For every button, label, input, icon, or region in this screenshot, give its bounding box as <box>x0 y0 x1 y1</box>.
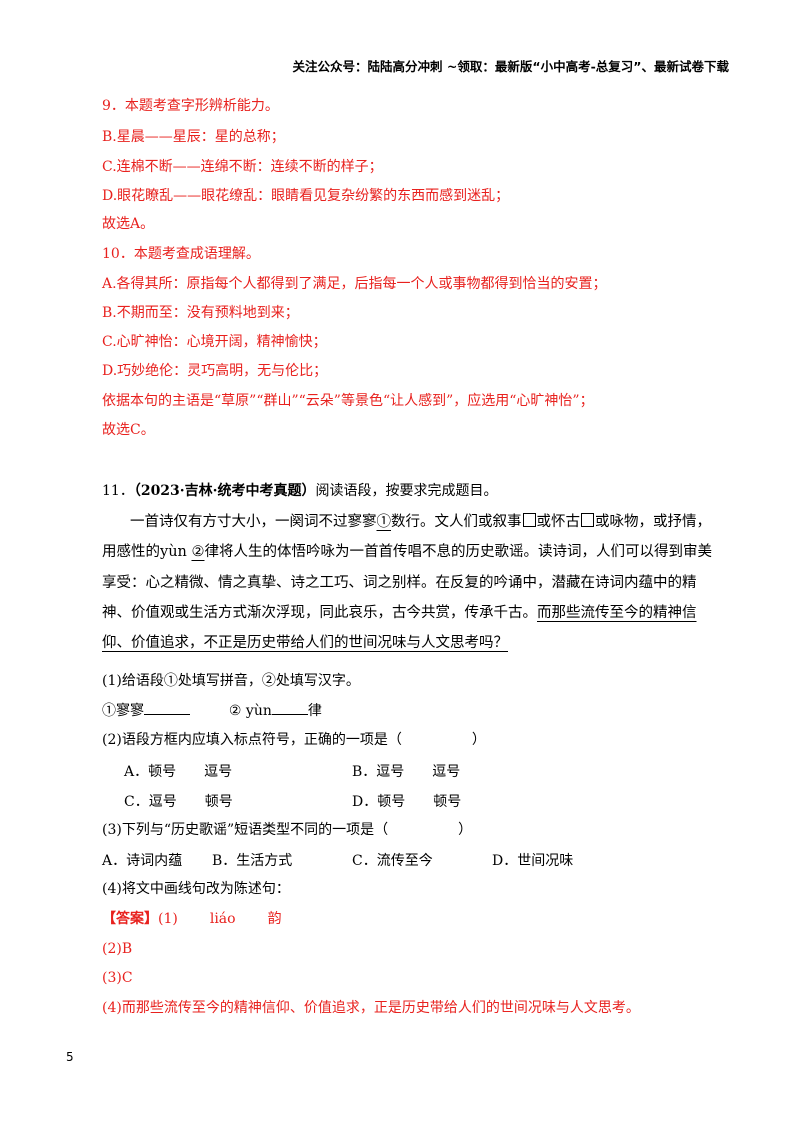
punctuation-box <box>522 513 536 527</box>
question-source: （2023·吉林·统考中考真题） <box>133 483 316 499</box>
answer-line: 10．本题考查成语理解。 <box>102 246 260 262</box>
answer-char: 韵 <box>267 911 282 927</box>
sub-question-4: (4)将文中画线句改为陈述句： <box>102 881 290 897</box>
option-2b: B．逗号 逗号 <box>352 764 461 780</box>
option-3d: D．世间况味 <box>492 853 574 869</box>
option-2c: C．逗号 顿号 <box>124 794 233 810</box>
question-number: 11． <box>102 483 134 499</box>
page-header: 关注公众号：陆陆高分冲刺 ~领取：最新版“小中高考-总复习”、最新试卷下载 <box>292 59 729 74</box>
pinyin-yun: yùn <box>160 544 192 561</box>
answer-line: D.巧妙绝伦：灵巧高明，无与伦比； <box>102 363 328 379</box>
answer-line: 依据本句的主语是“草原”“群山”“云朵”等景色“让人感到”，应选用“心旷神怡”； <box>102 393 594 409</box>
answer-4: (4)而那些流传至今的精神信仰、价值追求，正是历史带给人们的世间况味与人文思考。 <box>102 1000 640 1016</box>
answer-line: 9．本题考查字形辨析能力。 <box>102 98 279 114</box>
question-11-heading: 11．（2023·吉林·统考中考真题）阅读语段，按要求完成题目。 <box>102 481 498 501</box>
answer-2: (2)B <box>102 941 133 957</box>
answer-blank <box>271 700 308 715</box>
answer-line: C.连棉不断——连绵不断：连续不断的样子； <box>102 159 383 175</box>
option-3a: A．诗词内蕴 <box>102 853 183 869</box>
punctuation-box <box>581 513 594 527</box>
answer-line: A.各得其所：原指每个人都得到了满足，后指每一个人或事物都得到恰当的安置； <box>102 276 607 292</box>
page-number: 5 <box>66 1050 74 1064</box>
option-2d: D．顿号 顿号 <box>352 794 462 810</box>
answer-line: B.星晨——星辰：星的总称； <box>102 129 285 145</box>
option-3c: C．流传至今 <box>352 853 433 869</box>
answer-label: 【答案】 <box>102 911 158 927</box>
question-instruction: 阅读语段，按要求完成题目。 <box>315 483 498 499</box>
option-2a: A．顿号 逗号 <box>124 764 233 780</box>
sub-question-2: (2)语段方框内应填入标点符号，正确的一项是（ ） <box>102 732 486 748</box>
answer-3: (3)C <box>102 970 133 986</box>
answer-line: B.不期而至：没有预料地到来； <box>102 305 299 321</box>
reading-passage: 一首诗仅有方寸大小，一阕词不过寥寥①数行。文人们或叙事或怀古或咏物，或抒情，用感… <box>102 513 712 652</box>
answer-blank <box>144 700 190 715</box>
underlined-sentence: 而那些流传至今的精神信仰、价值追求，不正是历史带给人们的世间况味与人文思考吗？ <box>102 604 697 652</box>
answer-line: D.眼花瞭乱——眼花缭乱：眼睛看见复杂纷繁的东西而感到迷乱； <box>102 188 510 204</box>
sub-question-1: (1)给语段①处填写拼音，②处填写汉字。 <box>102 673 360 689</box>
answer-line: 故选C。 <box>102 422 155 438</box>
answer-line: C.心旷神怡：心境开阔，精神愉快； <box>102 334 327 350</box>
blank-marker-1: ① <box>376 514 392 530</box>
sub-question-3: (3)下列与“历史歌谣”短语类型不同的一项是（ ） <box>102 822 473 838</box>
answer-line: 故选A。 <box>102 216 155 232</box>
answer-pinyin: liáo <box>209 911 236 927</box>
blank-marker-2: ② <box>191 544 205 561</box>
option-3b: B．生活方式 <box>212 853 293 869</box>
